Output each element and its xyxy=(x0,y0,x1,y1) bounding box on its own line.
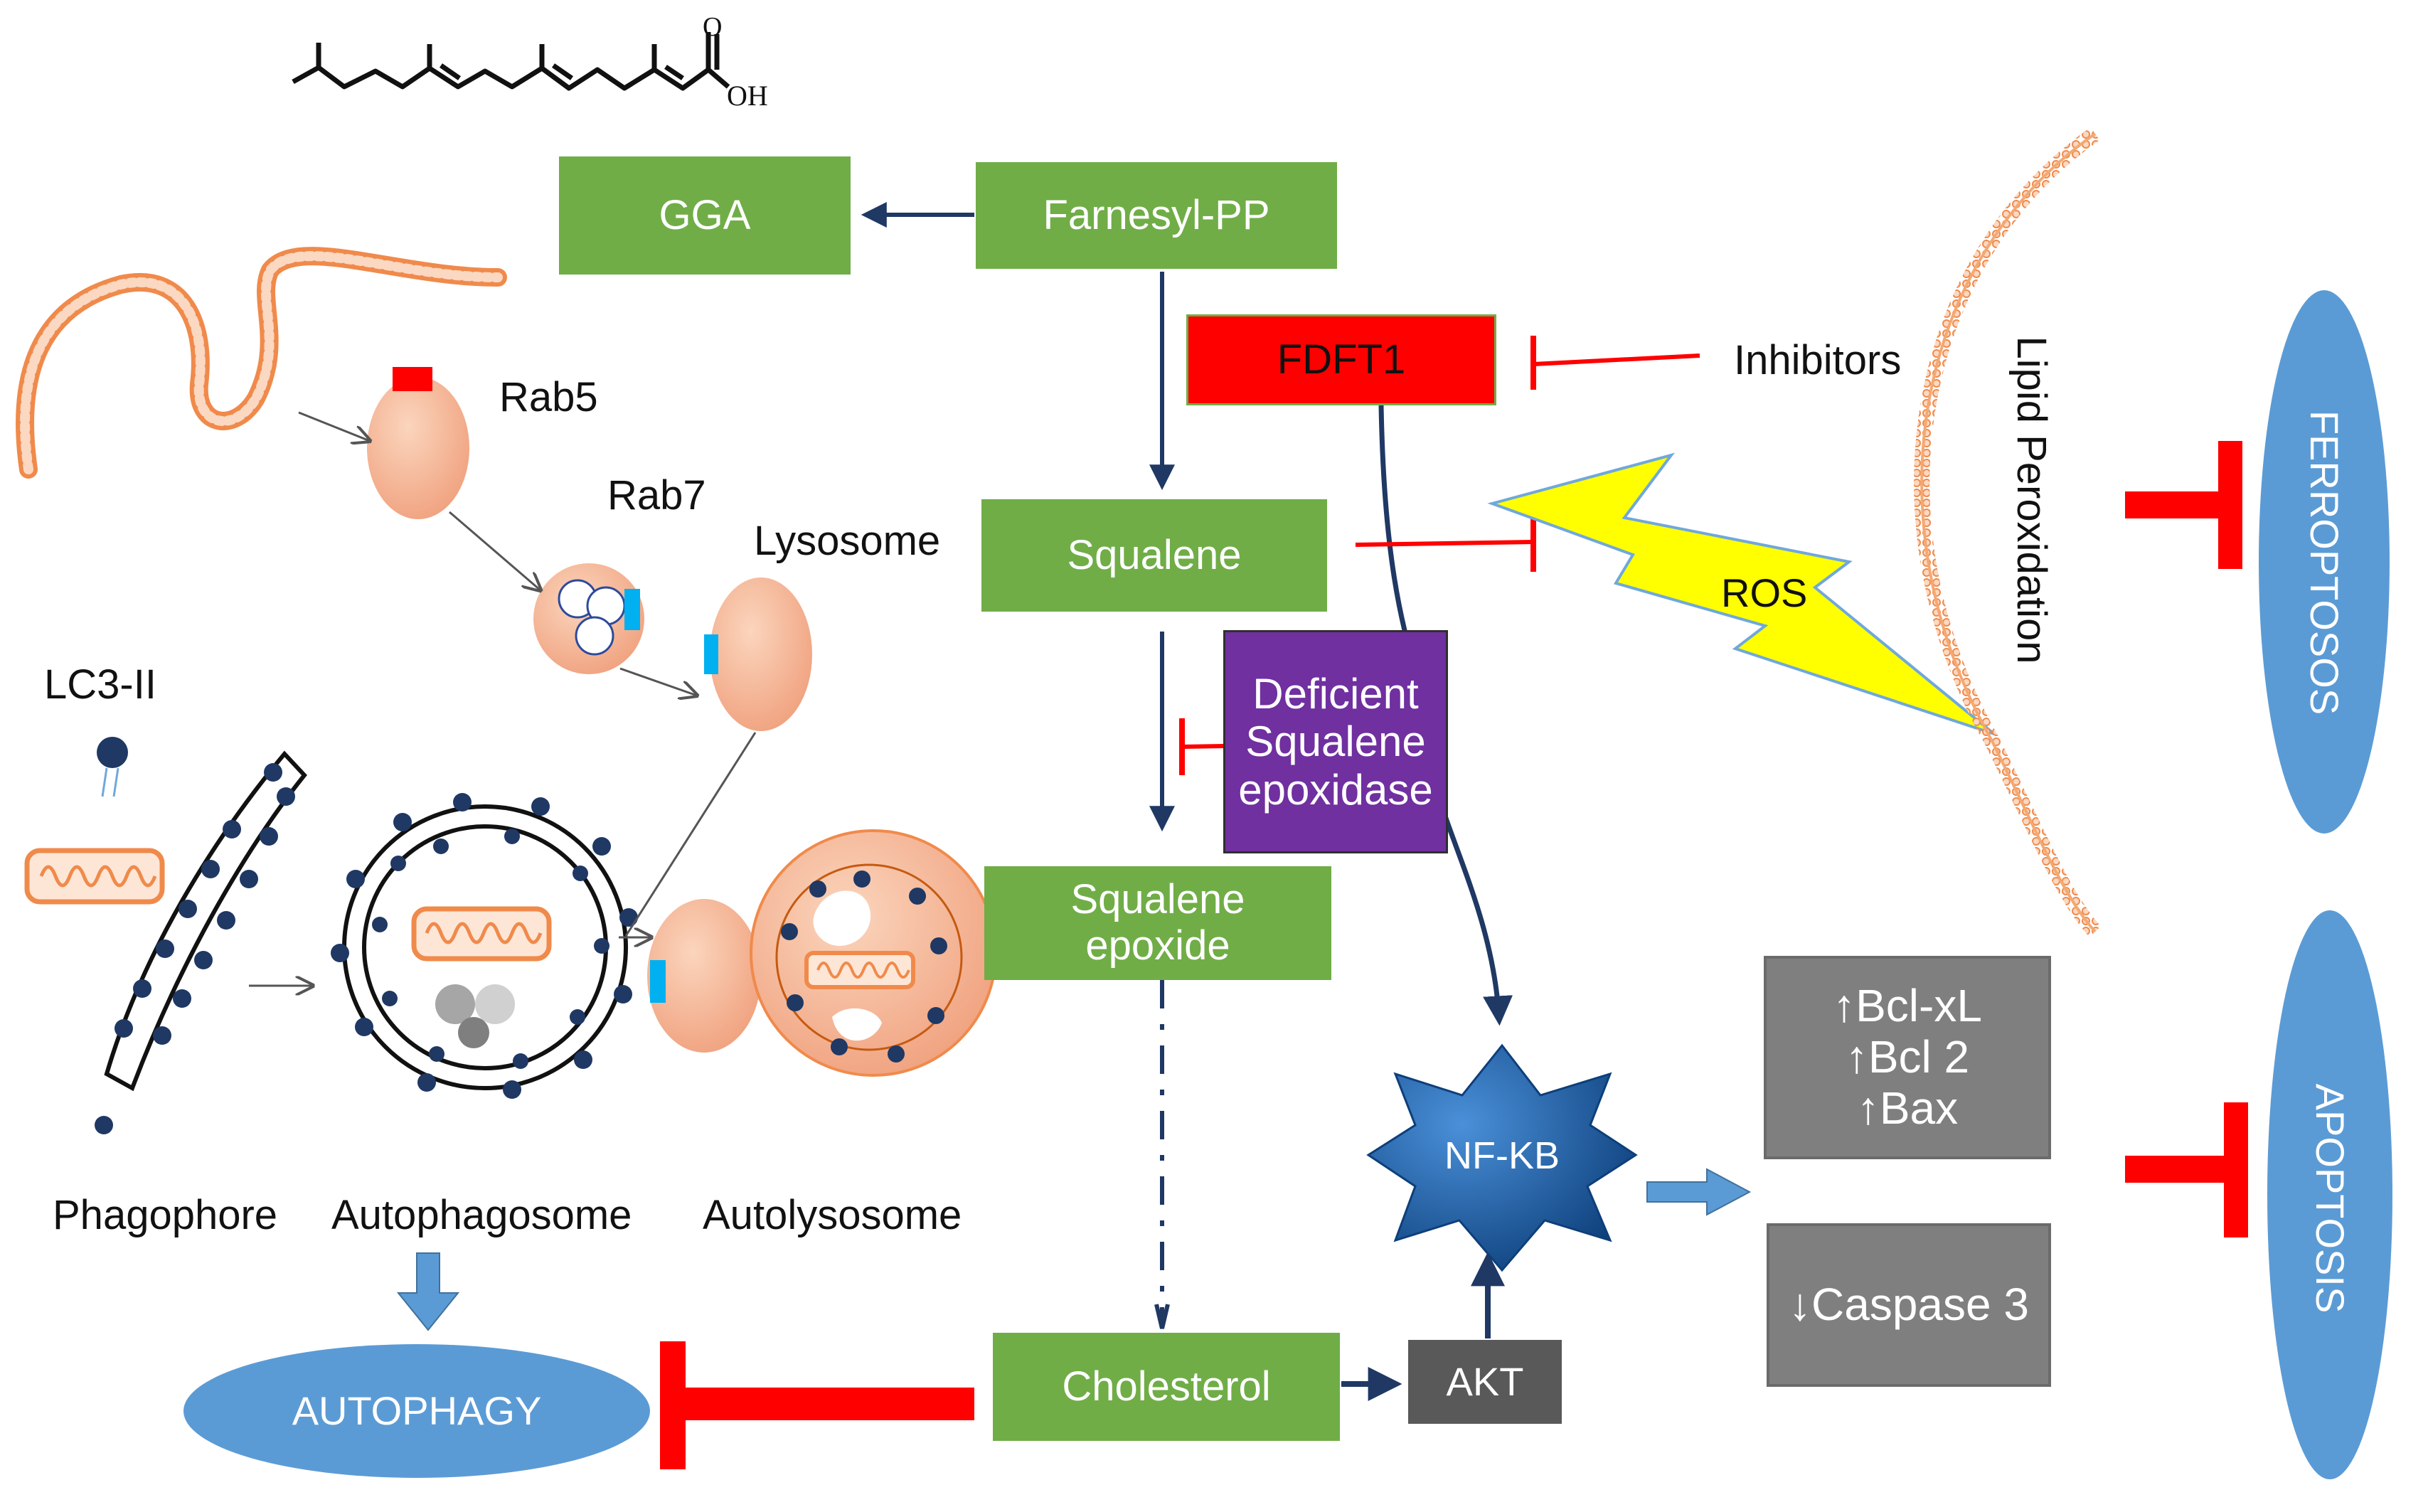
bcl-2-label: ↑Bcl 2 xyxy=(1845,1031,1970,1083)
antiapoptotic-markers-box: ↑Bcl-xL ↑Bcl 2 ↑Bax xyxy=(1764,956,2051,1159)
farnesyl-pp-box: Farnesyl-PP xyxy=(976,162,1337,269)
fdft1-label: FDFT1 xyxy=(1277,336,1406,383)
caspase-box: ↓Caspase 3 xyxy=(1767,1223,2051,1387)
rab5-endosome xyxy=(367,377,469,519)
inhibitors-label: Inhibitors xyxy=(1734,337,1902,383)
carbonyl-o-label: O xyxy=(703,12,722,42)
ferroptosis-label: FERROPTOSOS xyxy=(2302,410,2347,715)
autophagosome-label: Autophagosome xyxy=(331,1192,632,1238)
phagophore-label: Phagophore xyxy=(53,1192,278,1238)
lysosome-label: Lysosome xyxy=(754,518,941,564)
fdft1-box: FDFT1 xyxy=(1186,314,1496,405)
ferroptosis-ellipse xyxy=(2259,290,2390,834)
rab7-marker xyxy=(624,589,640,630)
farnesyl-pp-label: Farnesyl-PP xyxy=(1043,191,1270,238)
squalene-epoxide-line-2: epoxide xyxy=(1085,922,1230,969)
inhibitors-inhibit-fdft1 xyxy=(1533,353,1700,366)
ros-label: ROS xyxy=(1721,570,1808,615)
bax-label: ↑Bax xyxy=(1856,1082,1959,1134)
deficient-line-1: Deficient xyxy=(1252,670,1419,718)
rab7-label: Rab7 xyxy=(607,472,706,518)
autolysosome-lc3-dots xyxy=(781,871,947,1063)
gga-molecule-structure xyxy=(292,32,730,91)
autophagosome-lc3-dots xyxy=(331,793,638,1099)
caspase-3-label: ↓Caspase 3 xyxy=(1789,1279,2029,1331)
autophagy-ellipse xyxy=(183,1344,650,1478)
rab5-label: Rab5 xyxy=(499,374,598,420)
phagophore-lc3-dots xyxy=(95,763,295,1134)
deficient-line-3: epoxidase xyxy=(1238,765,1433,814)
autolysosome-label: Autolysosome xyxy=(703,1192,962,1238)
nfkb-to-markers-arrow xyxy=(1646,1168,1752,1216)
squalene-label: Squalene xyxy=(1067,531,1242,578)
deficient-squalene-epoxidase-box: Deficient Squalene epoxidase xyxy=(1223,630,1448,853)
bcl-xl-label: ↑Bcl-xL xyxy=(1833,980,1982,1032)
nfkb-star xyxy=(1366,1043,1638,1272)
autophagosome-to-autophagy-arrow xyxy=(396,1252,460,1331)
squalene-inhibits-ros xyxy=(1355,540,1534,547)
lysosome xyxy=(710,577,812,731)
mitochondrion xyxy=(24,848,165,905)
hydroxyl-label: OH xyxy=(727,80,768,112)
gga-label: GGA xyxy=(659,191,751,238)
deficient-line-2: Squalene xyxy=(1245,718,1426,766)
autophagy-label: AUTOPHAGY xyxy=(292,1388,542,1433)
autophagosome xyxy=(342,804,628,1090)
squalene-epoxide-line-1: Squalene xyxy=(1070,876,1245,923)
squalene-epoxide-box: Squalene epoxide xyxy=(984,866,1331,980)
gga-box: GGA xyxy=(559,156,851,275)
lc3-ii-molecule xyxy=(97,737,128,797)
rab5-marker xyxy=(393,367,432,391)
lc3-ii-label: LC3-II xyxy=(44,661,156,708)
phagophore xyxy=(104,750,307,1092)
nfkb-label: NF-KB xyxy=(1444,1134,1560,1177)
apoptosis-label: APOPTOSIS xyxy=(2308,1083,2353,1314)
squalene-box: Squalene xyxy=(981,499,1327,612)
apoptosis-ellipse xyxy=(2267,910,2392,1479)
cholesterol-box: Cholesterol xyxy=(993,1333,1340,1441)
lipid-peroxidation-label: Lipid Peroxidation xyxy=(2008,336,2055,664)
cholesterol-label: Cholesterol xyxy=(1062,1363,1271,1410)
akt-label: AKT xyxy=(1446,1358,1524,1404)
akt-box: AKT xyxy=(1408,1340,1562,1424)
